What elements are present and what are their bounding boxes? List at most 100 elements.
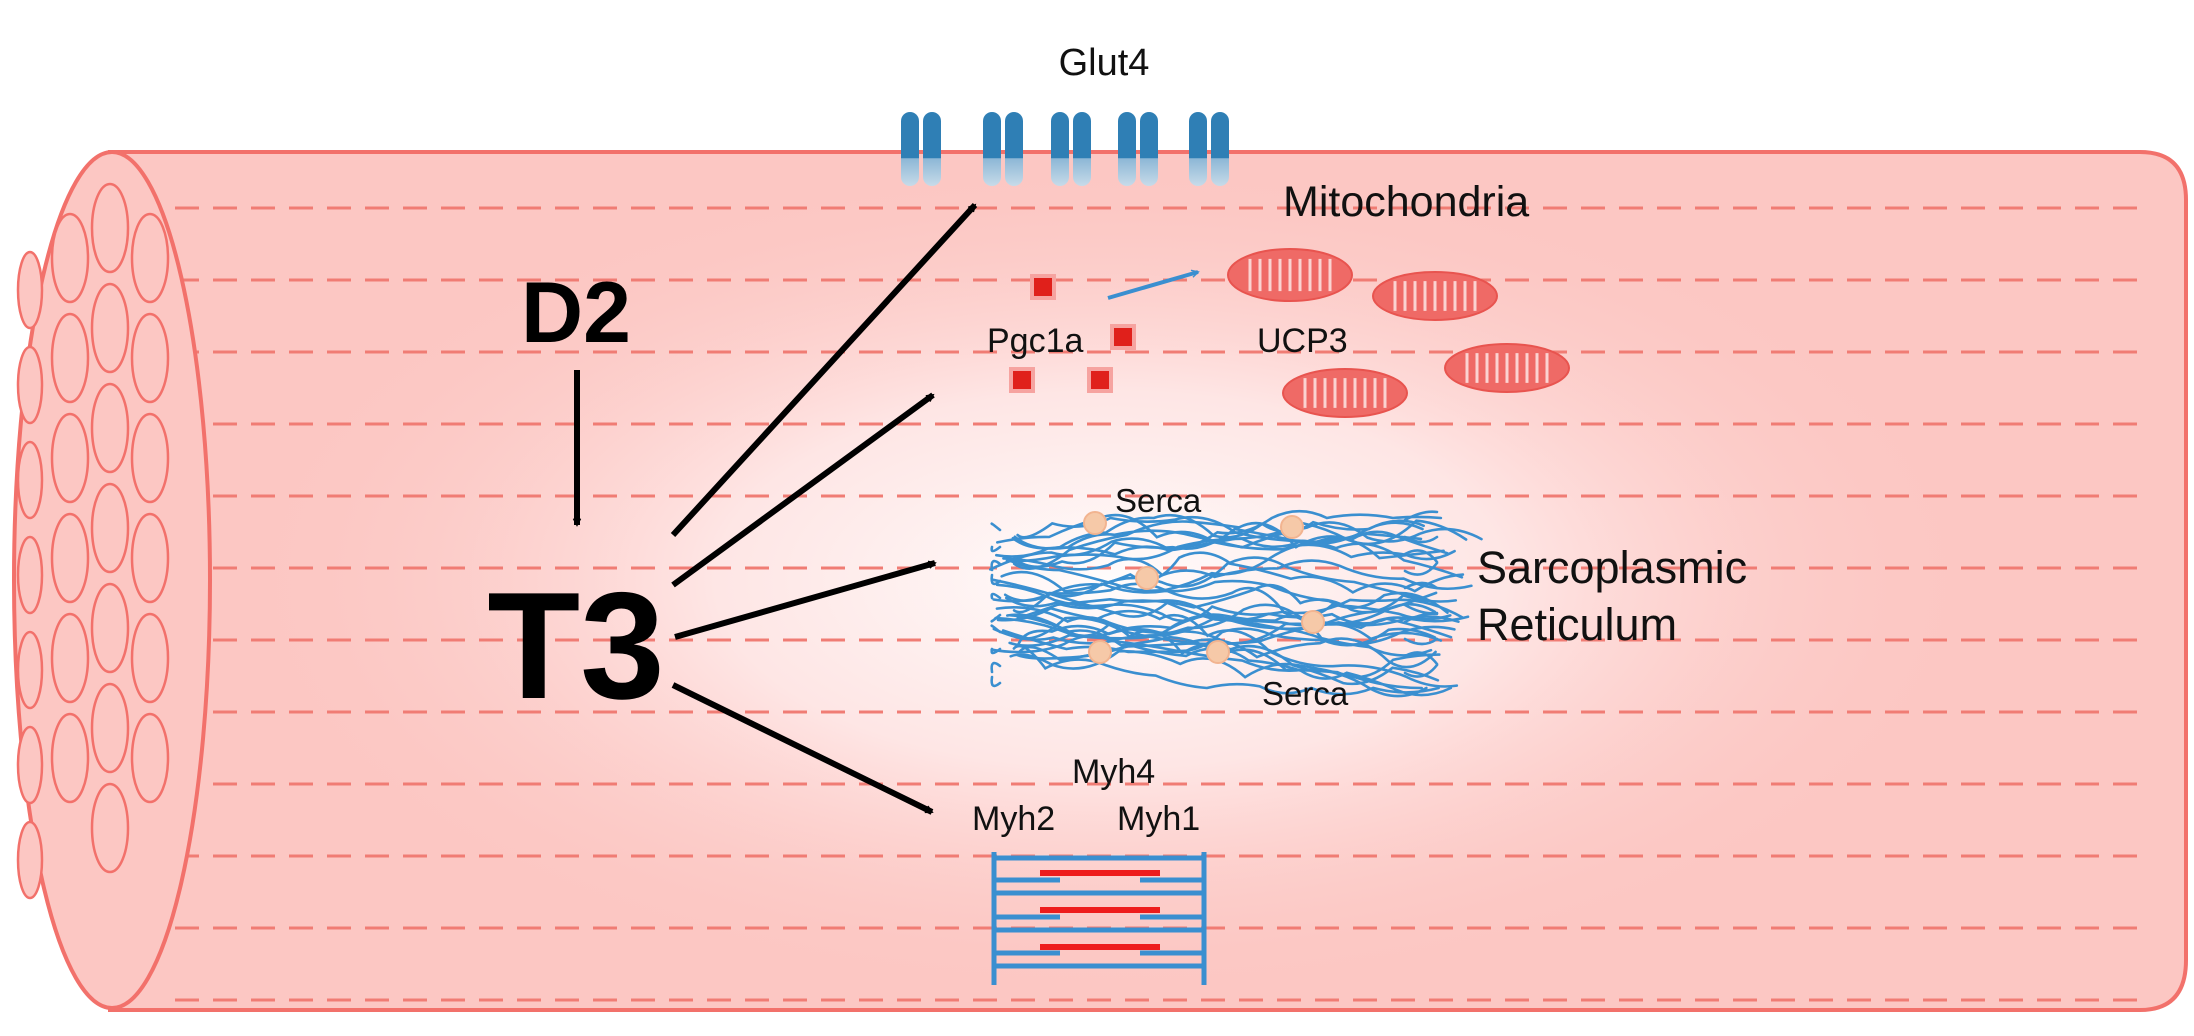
label-myh1: Myh1: [1117, 800, 1200, 838]
myofiber-bundle: [50, 512, 90, 604]
myofiber-bundle: [90, 282, 130, 374]
reticulum-strand-end: [990, 647, 1002, 655]
label-reticulum: Reticulum: [1477, 599, 1677, 650]
arrow-t3-to-pgc1a: [671, 392, 935, 588]
reticulum-strand: [1002, 557, 1473, 591]
myofiber-bundle: [50, 412, 90, 504]
reticulum-strand: [1012, 536, 1445, 614]
serca-pump: [1280, 515, 1304, 539]
mitochondrion: [1444, 343, 1570, 393]
myofiber-bundle: [50, 612, 90, 704]
reticulum-strand-end: [990, 559, 1002, 572]
reticulum-strand-end: [990, 522, 1002, 532]
mitochondrion: [1282, 368, 1408, 418]
myofiber-bundle: [16, 535, 44, 615]
reticulum-strand: [992, 579, 1449, 614]
myofiber-bundles: [16, 182, 170, 900]
label-glut4: Glut4: [1059, 42, 1150, 84]
serca-pump: [1206, 640, 1230, 664]
myofiber-bundle: [90, 382, 130, 474]
myofiber-bundle: [50, 212, 90, 304]
myofiber-bundle: [50, 312, 90, 404]
reticulum-strand: [1009, 602, 1437, 645]
pgc1a-molecules: [1009, 274, 1136, 393]
glut4-transporter: [1118, 112, 1158, 186]
glut4-transporter: [901, 112, 941, 186]
reticulum-strand: [1013, 521, 1424, 568]
mitochondrion: [1372, 271, 1498, 321]
reticulum-strand-end: [1403, 510, 1439, 522]
serca-pump: [1083, 511, 1107, 535]
reticulum-strand-end: [1403, 561, 1439, 576]
mitochondria-group: [1227, 248, 1570, 418]
myofiber-bundle: [130, 312, 170, 404]
reticulum-strand: [1012, 520, 1449, 570]
reticulum-strand-end: [990, 675, 1002, 688]
reticulum-strand: [1016, 643, 1453, 697]
reticulum-strand-end: [1403, 535, 1439, 544]
label-myh4: Myh4: [1072, 753, 1155, 791]
myofiber-bundle: [90, 182, 130, 274]
myofiber-bundle: [130, 512, 170, 604]
arrow-t3-to-glut4: [670, 202, 978, 538]
arrows: [577, 202, 1198, 815]
myofiber-bundle: [16, 725, 44, 805]
reticulum-strand-end: [990, 613, 1002, 623]
myofiber-bundle: [90, 782, 130, 874]
label-t3: T3: [487, 561, 664, 731]
myofiber-bundle: [16, 345, 44, 425]
myofiber-bundle: [16, 630, 44, 710]
label-sarcoplasmic: Sarcoplasmic: [1477, 542, 1747, 593]
reticulum-strand-end: [1403, 549, 1439, 564]
reticulum-strand: [1005, 583, 1458, 614]
glut4-transporter: [1051, 112, 1091, 186]
myofiber-bundle: [90, 482, 130, 574]
myofiber-bundle: [130, 212, 170, 304]
sarcomere-thin-filaments: [994, 855, 1204, 969]
myofiber-bundle: [130, 712, 170, 804]
reticulum-strand-end: [1403, 612, 1439, 624]
reticulum-strand: [1012, 644, 1440, 696]
myofiber-bundle: [130, 612, 170, 704]
reticulum-strand: [996, 513, 1456, 561]
label-serca-top: Serca: [1115, 482, 1202, 519]
reticulum-strand-end: [990, 624, 1002, 634]
reticulum-strand-end: [990, 573, 1002, 586]
fiber-cross-section: [12, 150, 212, 1010]
myofiber-bundle: [90, 582, 130, 674]
label-pgc1a: Pgc1a: [987, 322, 1083, 360]
serca-pump: [1301, 610, 1325, 634]
arrow-t3-to-myosin: [671, 682, 932, 815]
mitochondrion: [1227, 248, 1353, 302]
reticulum-strand-end: [990, 661, 1002, 674]
reticulum-strand-end: [990, 545, 1002, 553]
reticulum-strand-end: [1403, 581, 1439, 590]
sarcomere: [991, 852, 1207, 985]
pgc1a-molecule: [1009, 367, 1035, 393]
glut4-transporter: [1189, 112, 1229, 186]
arrow-pgc1a-to-mitochondria: [1107, 272, 1198, 300]
label-mitochondria: Mitochondria: [1283, 178, 1529, 226]
label-ucp3: UCP3: [1257, 322, 1348, 360]
myofiber-bundle: [90, 682, 130, 774]
sarcomere-thick-filaments: [1040, 870, 1160, 950]
reticulum-strand-end: [1403, 651, 1439, 666]
glut4-transporters: [901, 112, 1229, 186]
reticulum-strand-end: [1403, 663, 1439, 678]
myofibril-lines: [175, 206, 2150, 1002]
myofiber-bundle: [16, 440, 44, 520]
serca-pump: [1135, 566, 1159, 590]
pgc1a-molecule: [1030, 274, 1056, 300]
label-serca-bottom: Serca: [1262, 675, 1349, 712]
label-myh2: Myh2: [972, 800, 1055, 838]
label-d2: D2: [521, 265, 631, 361]
reticulum-strand: [1000, 551, 1423, 600]
myofiber-bundle: [50, 712, 90, 804]
serca-pumps: [1083, 511, 1325, 664]
pgc1a-molecule: [1110, 324, 1136, 350]
arrow-t3-to-reticulum: [674, 560, 935, 640]
pgc1a-molecule: [1087, 367, 1113, 393]
glut4-transporter: [983, 112, 1023, 186]
